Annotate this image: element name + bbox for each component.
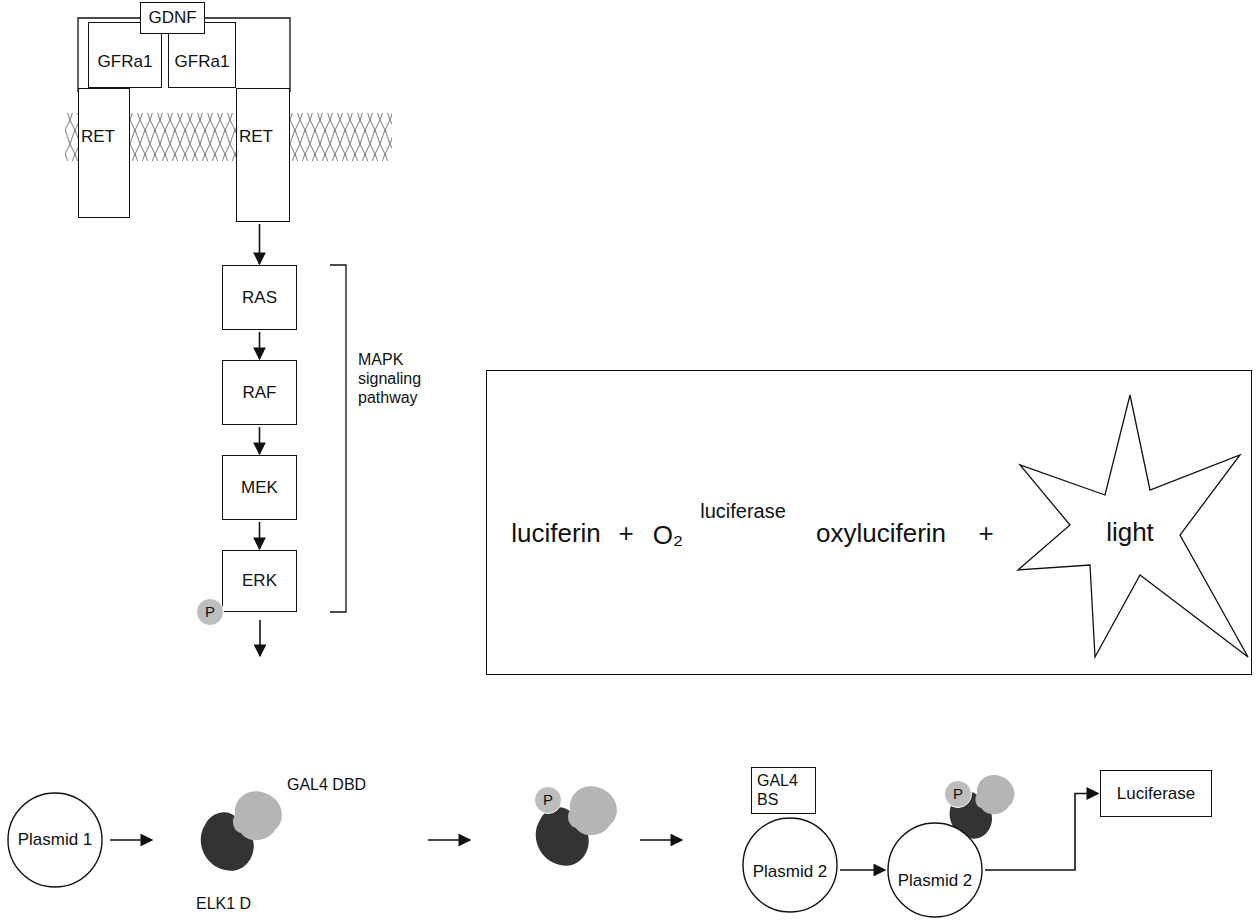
plasmid-circle: Plasmid 2GAL4 BS — [742, 817, 838, 913]
flow-arrow — [110, 839, 152, 841]
plasmid-outline — [888, 823, 982, 917]
pathway-label: MAPK signaling pathway — [358, 350, 453, 408]
kinase-box: RAS — [222, 265, 297, 330]
node-text: RAF — [243, 383, 277, 403]
kinase-box: RAF — [222, 360, 297, 425]
phosphate-label: P — [953, 785, 963, 802]
phosphate-outline — [535, 787, 562, 814]
flow-arrow — [259, 620, 261, 656]
flow-arrow — [640, 839, 682, 841]
flow-arrow — [259, 224, 261, 264]
flow-arrow — [259, 427, 261, 454]
node-text: Luciferase — [1117, 784, 1195, 804]
star-outline — [1018, 395, 1248, 657]
node-text: light — [1106, 518, 1154, 548]
phosphate-circle: P — [534, 786, 562, 814]
flow-arrow — [259, 522, 261, 549]
node-text: O₂ — [653, 521, 683, 551]
node-text: RET — [81, 127, 115, 147]
node-text: + — [618, 519, 633, 549]
plasmid-outline — [887, 822, 983, 918]
node-text: RAS — [242, 288, 277, 308]
node-text: GFRa1 — [175, 52, 230, 72]
node-text: Plasmid 2 — [898, 871, 973, 891]
flow-arrow — [840, 869, 885, 871]
flow-arrow — [259, 332, 261, 359]
phosphate-circle: P — [196, 598, 224, 626]
phosphate-circle: P — [944, 780, 972, 808]
node-text: GDNF — [148, 8, 196, 28]
kinase-box: ERKP — [222, 550, 297, 612]
plasmid-circle: Plasmid 1 — [7, 792, 103, 888]
node-text: luciferase — [700, 500, 786, 523]
receptor-box: RET — [78, 88, 130, 218]
receptor-box: RET — [236, 88, 290, 222]
plasmid-outline — [8, 793, 102, 887]
reaction-box: luciferin + O₂ luciferase oxyluciferin + light — [486, 370, 1252, 675]
domain-label: ELK1 D — [196, 894, 251, 913]
node-text: luciferin — [511, 519, 601, 549]
pathway-bracket — [330, 265, 346, 612]
phosphate-label: P — [543, 791, 553, 808]
node-text: ERK — [242, 571, 277, 591]
binding-site-box: GAL4 BS — [751, 767, 816, 814]
node-text: + — [978, 519, 993, 549]
light-star: light — [1010, 395, 1250, 660]
node-text: RET — [239, 127, 273, 147]
plasmid-outline — [743, 818, 837, 912]
node-text: MEK — [241, 478, 278, 498]
plasmid-circle: Plasmid 2 — [887, 822, 983, 918]
reporter-box: Luciferase — [1100, 770, 1212, 817]
fusion-protein — [536, 786, 617, 866]
phosphate-label: P — [205, 603, 215, 620]
node-text: oxyluciferin — [816, 519, 946, 549]
node-text: GFRa1 — [98, 52, 153, 72]
domain-label: GAL4 DBD — [287, 775, 366, 794]
fusion-protein — [201, 791, 282, 871]
flow-arrow — [428, 839, 470, 841]
node-text: Plasmid 1 — [18, 830, 93, 850]
phosphate-outline — [945, 781, 972, 808]
kinase-box: MEK — [222, 455, 297, 520]
phosphate-outline — [197, 599, 224, 626]
node-text: Plasmid 2 — [753, 862, 828, 882]
ligand-box: GDNF — [140, 2, 205, 34]
node-text: GAL4 BS — [757, 772, 805, 809]
